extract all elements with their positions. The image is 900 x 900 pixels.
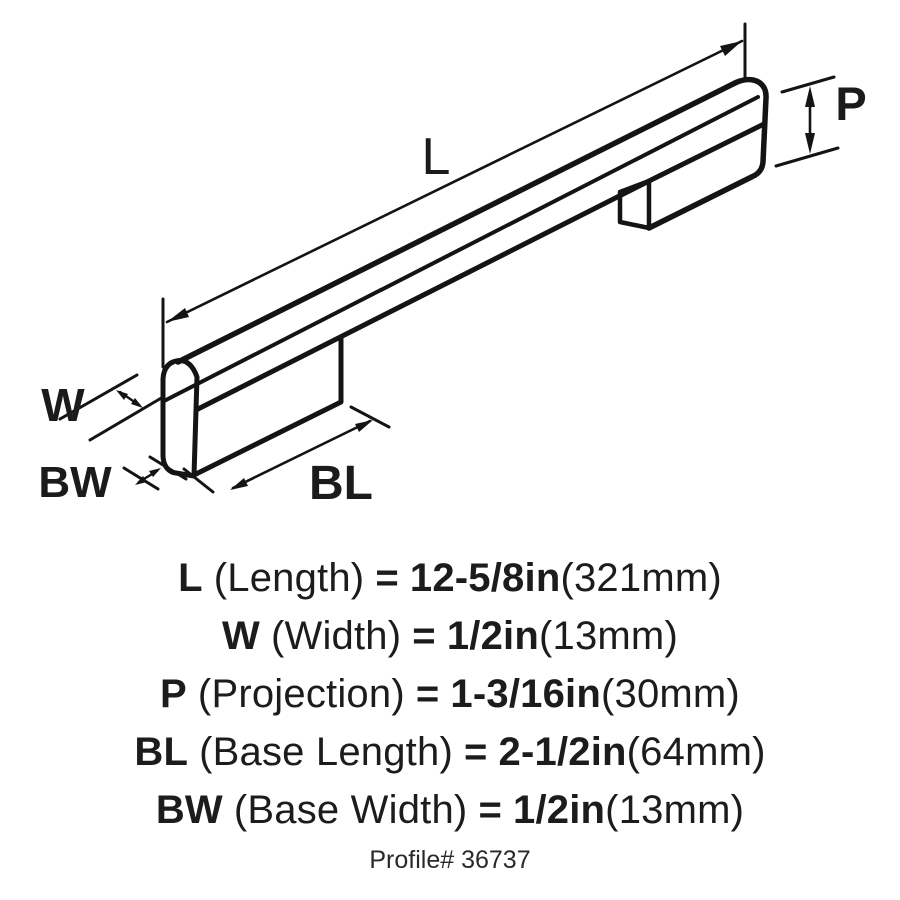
equals-sign: = xyxy=(412,613,436,658)
BL-arrowhead-right xyxy=(355,420,373,432)
spec-row-length: L (Length) = 12-5/8in (321mm) xyxy=(178,549,722,607)
P-label: P xyxy=(835,77,866,130)
spec-abbr: BL xyxy=(134,729,189,774)
spec-value-metric: (13mm) xyxy=(605,787,745,832)
spec-value-metric: (64mm) xyxy=(626,729,766,774)
bar-top-and-right-edge xyxy=(175,77,769,365)
spec-abbr: BW xyxy=(155,787,223,832)
P-arrowhead-up xyxy=(805,86,815,107)
bar-contour-line xyxy=(162,95,760,403)
spec-value-metric: (30mm) xyxy=(600,671,740,716)
spec-value-metric: (13mm) xyxy=(539,613,678,658)
W-arrowhead-downright xyxy=(131,398,143,408)
handle-line-drawing: L P W BW xyxy=(38,22,867,510)
P-tick-upper xyxy=(780,75,836,94)
bar-left-end-cap xyxy=(160,358,200,479)
W-label: W xyxy=(41,379,85,431)
equals-sign: = xyxy=(463,729,488,774)
W-tick-2 xyxy=(88,395,165,442)
BL-label: BL xyxy=(309,457,373,510)
spec-value-inches: 1-3/16in xyxy=(450,671,601,716)
spec-name: (Width) xyxy=(270,613,402,658)
spec-value-inches: 12-5/8in xyxy=(409,555,561,600)
equals-sign: = xyxy=(375,555,399,600)
bar-front-bottom-edge xyxy=(193,121,767,413)
dimension-base-width: BW xyxy=(38,455,188,507)
spec-row-base-width: BW (Base Width) = 1/2in (13mm) xyxy=(156,781,744,839)
BW-arrowhead-upright xyxy=(149,468,161,477)
P-arrowhead-down xyxy=(805,133,815,154)
right-foot-left-face xyxy=(617,178,652,231)
spec-value-inches: 2-1/2in xyxy=(498,729,627,774)
spec-name: (Length) xyxy=(213,555,365,600)
handle-bar xyxy=(160,77,769,479)
dimension-width: W xyxy=(41,373,165,442)
spec-name: (Base Length) xyxy=(199,729,453,774)
BL-tick-right xyxy=(349,405,391,429)
equals-sign: = xyxy=(478,787,503,832)
spec-abbr: W xyxy=(222,613,260,658)
L-label: L xyxy=(422,128,451,186)
P-tick-lower xyxy=(774,146,840,168)
left-foot xyxy=(193,334,344,477)
spec-value-inches: 1/2in xyxy=(513,787,606,832)
equals-sign: = xyxy=(415,671,440,716)
dimension-base-length: BL xyxy=(182,405,391,510)
right-foot xyxy=(617,178,652,231)
BW-label: BW xyxy=(38,458,112,507)
L-dimension-line xyxy=(165,39,744,324)
spec-value-metric: (321mm) xyxy=(560,555,722,600)
spec-abbr: P xyxy=(160,671,187,716)
dimension-projection: P xyxy=(774,75,867,168)
spec-row-projection: P (Projection) = 1-3/16in (30mm) xyxy=(160,665,740,723)
BW-tick-2 xyxy=(148,455,188,481)
BW-arrowhead-downleft xyxy=(135,476,147,485)
spec-row-width: W (Width) = 1/2in (13mm) xyxy=(222,607,678,665)
dimension-length: L xyxy=(161,22,747,369)
left-foot-outline xyxy=(193,334,344,477)
spec-name: (Projection) xyxy=(197,671,405,716)
L-arrowhead-left xyxy=(167,308,189,322)
profile-number: Profile# 36737 xyxy=(369,846,531,874)
spec-name: (Base Width) xyxy=(233,787,468,832)
spec-row-base-length: BL (Base Length) = 2-1/2in (64mm) xyxy=(134,723,765,781)
W-arrowhead-upleft xyxy=(116,390,128,400)
BL-arrowhead-left xyxy=(230,478,248,490)
W-tick-1 xyxy=(58,373,139,421)
spec-value-inches: 1/2in xyxy=(446,613,539,658)
spec-abbr: L xyxy=(178,555,203,600)
BL-dimension-line xyxy=(231,419,372,490)
spec-list: L (Length) = 12-5/8in (321mm) W (Width) … xyxy=(0,549,900,839)
BL-tick-left xyxy=(182,467,215,494)
L-arrowhead-right xyxy=(720,41,742,56)
